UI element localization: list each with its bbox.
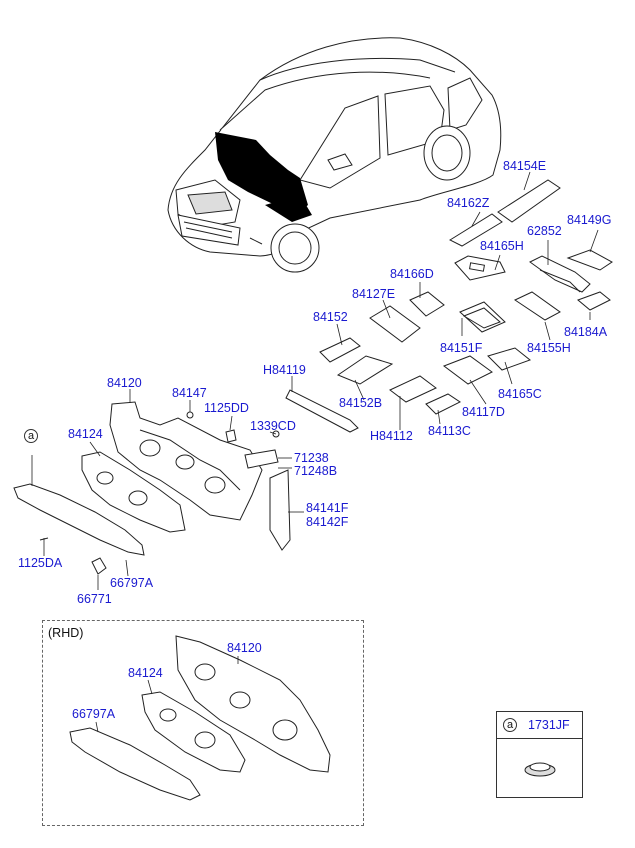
- grommet-1731jf: [524, 762, 556, 777]
- part-84120[interactable]: 84120: [107, 376, 142, 390]
- car-illustration: [167, 37, 502, 273]
- insulation-highlight: [215, 132, 308, 220]
- part-84155H[interactable]: 84155H: [527, 341, 571, 355]
- part-84154E[interactable]: 84154E: [503, 159, 547, 173]
- part-84165H[interactable]: 84165H: [480, 239, 524, 253]
- part-84162Z[interactable]: 84162Z: [447, 196, 490, 210]
- part-84113C[interactable]: 84113C: [428, 424, 471, 438]
- part-H84112[interactable]: H84112: [370, 429, 413, 443]
- legend-divider: [497, 738, 582, 739]
- part-H84119[interactable]: H84119: [263, 363, 306, 377]
- rhd-part-66797A[interactable]: 66797A: [72, 707, 116, 721]
- part-84124[interactable]: 84124: [68, 427, 103, 441]
- rhd-insulation: [69, 635, 331, 801]
- part-84151F[interactable]: 84151F: [440, 341, 483, 355]
- part-84141F[interactable]: 84141F: [306, 501, 349, 515]
- small-pads: [285, 179, 613, 433]
- leader-lines: [31, 171, 599, 590]
- rhd-part-84124[interactable]: 84124: [128, 666, 163, 680]
- part-84152B[interactable]: 84152B: [339, 396, 383, 410]
- part-84149G[interactable]: 84149G: [567, 213, 612, 227]
- legend-box: [496, 711, 583, 798]
- part-71248B[interactable]: 71248B: [294, 464, 338, 478]
- part-84152[interactable]: 84152: [313, 310, 348, 324]
- legend-part-1731JF[interactable]: 1731JF: [528, 718, 570, 732]
- part-62852[interactable]: 62852: [527, 224, 562, 238]
- dash-insulation: [13, 401, 291, 575]
- callout-a: a: [24, 429, 38, 443]
- part-1125DD[interactable]: 1125DD: [204, 401, 249, 415]
- rhd-title: (RHD): [48, 626, 84, 640]
- part-71238[interactable]: 71238: [294, 451, 329, 465]
- part-66771[interactable]: 66771: [77, 592, 112, 606]
- part-84142F[interactable]: 84142F: [306, 515, 349, 529]
- part-84165C[interactable]: 84165C: [498, 387, 542, 401]
- part-66797A[interactable]: 66797A: [110, 576, 154, 590]
- part-84147[interactable]: 84147: [172, 386, 207, 400]
- part-84184A[interactable]: 84184A: [564, 325, 608, 339]
- rhd-section: [42, 620, 364, 826]
- rhd-part-84120[interactable]: 84120: [227, 641, 262, 655]
- part-84166D[interactable]: 84166D: [390, 267, 434, 281]
- legend-callout-a: a: [503, 718, 517, 732]
- part-84127E[interactable]: 84127E: [352, 287, 396, 301]
- part-84117D[interactable]: 84117D: [462, 405, 505, 419]
- part-1125DA[interactable]: 1125DA: [18, 556, 63, 570]
- part-1339CD[interactable]: 1339CD: [250, 419, 296, 433]
